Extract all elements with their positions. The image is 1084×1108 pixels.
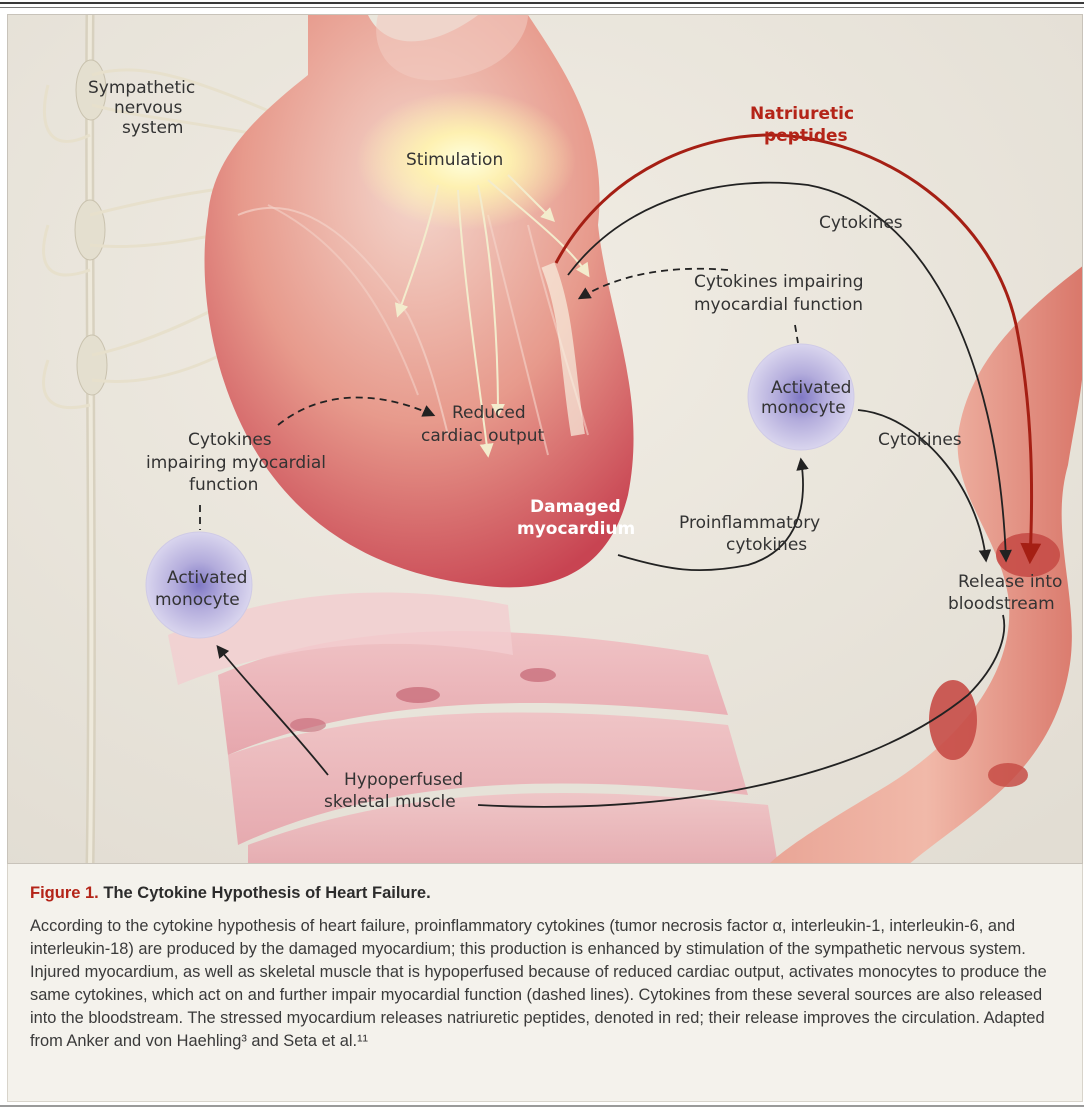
svg-text:myocardium: myocardium	[517, 519, 635, 539]
svg-text:peptides: peptides	[764, 126, 848, 146]
svg-text:Activated: Activated	[771, 378, 851, 398]
figure-caption: Figure 1. The Cytokine Hypothesis of Hea…	[7, 864, 1083, 1102]
svg-text:cardiac output: cardiac output	[421, 426, 545, 446]
label-cytokines-top: Cytokines	[819, 213, 903, 233]
svg-text:impairing myocardial: impairing myocardial	[146, 453, 326, 473]
bottom-rule	[0, 1105, 1084, 1107]
svg-text:Release into: Release into	[958, 572, 1062, 592]
svg-text:myocardial function: myocardial function	[694, 295, 863, 315]
svg-text:Hypoperfused: Hypoperfused	[344, 770, 463, 790]
svg-text:Cytokines: Cytokines	[188, 430, 272, 450]
label-stimulation: Stimulation	[406, 150, 503, 170]
svg-text:Natriuretic: Natriuretic	[750, 104, 854, 124]
label-activated-monocyte-right: Activated monocyte	[761, 378, 851, 418]
caption-title-text: The Cytokine Hypothesis of Heart Failure…	[103, 884, 430, 902]
svg-text:Damaged: Damaged	[530, 497, 621, 517]
svg-text:cytokines: cytokines	[726, 535, 807, 555]
figure-number: Figure 1.	[30, 884, 99, 902]
top-rule-thin	[0, 7, 1084, 8]
heart-failure-illustration: Sympathetic nervous system Stimulation N…	[8, 15, 1083, 864]
label-cytokines-mid: Cytokines	[878, 430, 962, 450]
svg-text:Sympathetic: Sympathetic	[88, 78, 195, 98]
svg-text:Proinflammatory: Proinflammatory	[679, 513, 820, 533]
svg-text:Activated: Activated	[167, 568, 247, 588]
svg-text:system: system	[122, 118, 183, 138]
svg-text:monocyte: monocyte	[761, 398, 846, 418]
svg-text:monocyte: monocyte	[155, 590, 240, 610]
svg-text:function: function	[189, 475, 258, 495]
top-rule	[0, 2, 1084, 4]
svg-text:skeletal muscle: skeletal muscle	[324, 792, 456, 812]
illustration-panel: Sympathetic nervous system Stimulation N…	[7, 14, 1083, 864]
svg-text:nervous: nervous	[114, 98, 182, 118]
caption-body: According to the cytokine hypothesis of …	[30, 915, 1060, 1053]
svg-text:bloodstream: bloodstream	[948, 594, 1055, 614]
svg-text:Reduced: Reduced	[452, 403, 526, 423]
caption-title: Figure 1. The Cytokine Hypothesis of Hea…	[30, 884, 1060, 903]
svg-text:Cytokines impairing: Cytokines impairing	[694, 272, 864, 292]
